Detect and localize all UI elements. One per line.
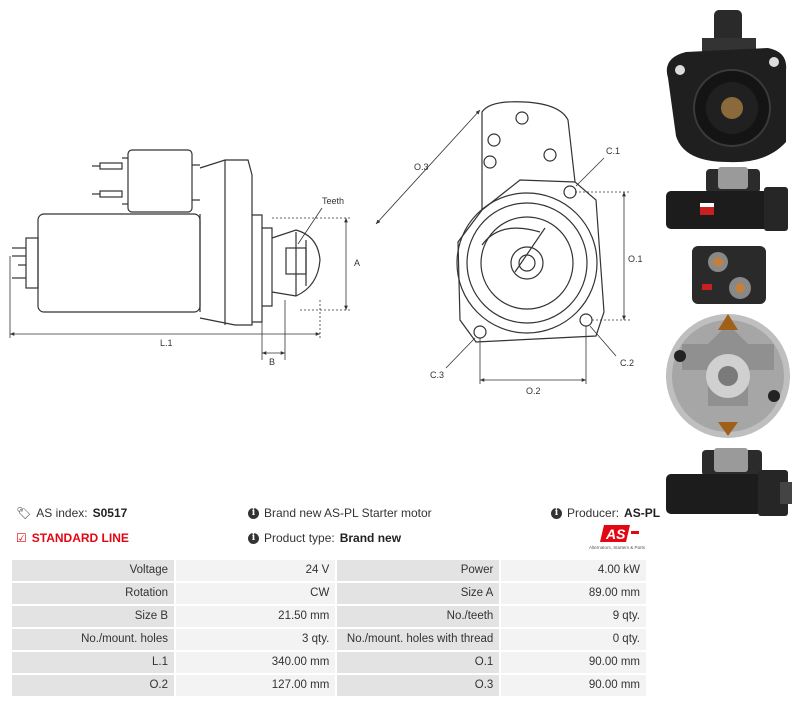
as-index-value: S0517 [92, 506, 128, 520]
info-icon: i [551, 507, 562, 519]
spec-label: O.3 [337, 675, 500, 696]
product-type-value: Brand new [339, 531, 402, 545]
spec-value: 90.00 mm [501, 652, 646, 673]
checkbox-checked-icon: ☑ [16, 531, 27, 545]
spec-value: 127.00 mm [176, 675, 336, 696]
spec-value: 24 V [176, 560, 336, 581]
spec-value: 9 qty. [501, 606, 646, 627]
spec-label: O.2 [12, 675, 174, 696]
info-icon: i [248, 532, 259, 544]
front-view-dimensions [375, 109, 630, 384]
spec-value: 340.00 mm [176, 652, 336, 673]
spec-value: 89.00 mm [501, 583, 646, 604]
product-photo-front-flange[interactable] [662, 4, 794, 164]
spec-value: 0 qty. [501, 629, 646, 650]
description: i Brand new AS-PL Starter motor [248, 506, 432, 520]
spec-label: O.1 [337, 652, 500, 673]
dim-c3-label: C.3 [430, 370, 444, 380]
spec-label: Size B [12, 606, 174, 627]
producer-label: Producer: [567, 506, 620, 520]
as-index-label: AS index: [36, 506, 88, 520]
product-type-label: Product type: [264, 531, 335, 545]
producer-value: AS-PL [624, 506, 661, 520]
spec-value: 3 qty. [176, 629, 336, 650]
spec-label: No./mount. holes with thread [337, 629, 500, 650]
product-photo-solenoid[interactable] [662, 240, 794, 310]
spec-label: No./mount. holes [12, 629, 174, 650]
dim-o2-label: O.2 [526, 386, 541, 396]
spec-value: CW [176, 583, 336, 604]
dim-o3-label: O.3 [414, 162, 429, 172]
dim-a-label: A [354, 258, 360, 268]
spec-value: 90.00 mm [501, 675, 646, 696]
product-photo-side[interactable] [662, 165, 794, 233]
spec-label: Power [337, 560, 500, 581]
side-view-drawing [12, 149, 321, 326]
product-photo-side-2[interactable] [662, 446, 794, 518]
technical-drawings: Teeth A L.1 B [9, 101, 643, 396]
spec-label: Voltage [12, 560, 174, 581]
description-text: Brand new AS-PL Starter motor [264, 506, 432, 520]
product-photo-pinion-end[interactable] [662, 310, 794, 440]
dim-l1-label: L.1 [160, 338, 173, 348]
spec-label: Rotation [12, 583, 174, 604]
dim-c2-label: C.2 [620, 358, 634, 368]
side-view-dimensions [9, 207, 350, 360]
tag-icon: 🏷 [16, 506, 32, 520]
spec-label: Size A [337, 583, 500, 604]
spec-label: L.1 [12, 652, 174, 673]
logo-subtitle: Alternators, Starters & Parts [588, 545, 646, 550]
dim-b-label: B [269, 357, 275, 367]
standard-line: ☑ STANDARD LINE [16, 531, 129, 545]
spec-value: 21.50 mm [176, 606, 336, 627]
standard-line-text: STANDARD LINE [31, 531, 129, 545]
as-pl-logo: AS Alternators, Starters & Parts [584, 522, 650, 558]
spec-label: No./teeth [337, 606, 500, 627]
info-icon: i [248, 507, 259, 519]
dim-o1-label: O.1 [628, 254, 643, 264]
producer: i Producer: AS-PL [551, 506, 660, 520]
as-index: 🏷 AS index: S0517 [16, 506, 127, 520]
teeth-label: Teeth [322, 196, 344, 206]
product-type: i Product type: Brand new [248, 531, 401, 545]
dim-c1-label: C.1 [606, 146, 620, 156]
svg-text:AS: AS [605, 526, 626, 542]
front-view-drawing [456, 101, 605, 343]
spec-value: 4.00 kW [501, 560, 646, 581]
